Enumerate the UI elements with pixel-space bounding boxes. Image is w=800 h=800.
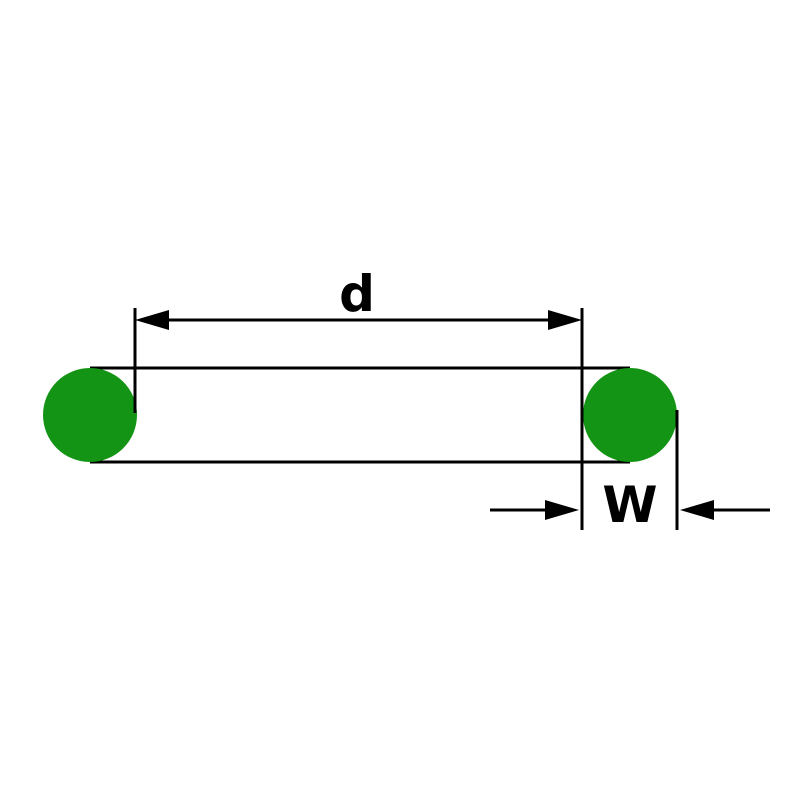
oring-left-cross-section-circle [43,368,137,462]
oring-body [90,366,630,464]
dimension-d-left-arrowhead-icon [135,310,169,330]
dimension-w-right-arrowhead-icon [680,500,714,520]
dimension-d-label: d [339,265,375,323]
dimension-d: d [135,265,582,330]
oring-right-cross-section-circle [583,368,677,462]
dimension-w-arrowheads [545,500,714,520]
dimension-w-left-arrowhead-icon [545,500,579,520]
oring-cross-sections [43,368,677,462]
dimension-w: W [490,476,770,534]
dimension-d-arrowheads [135,310,582,330]
dimension-d-right-arrowhead-icon [548,310,582,330]
extension-lines [133,308,679,530]
dimension-w-label: W [602,476,657,534]
